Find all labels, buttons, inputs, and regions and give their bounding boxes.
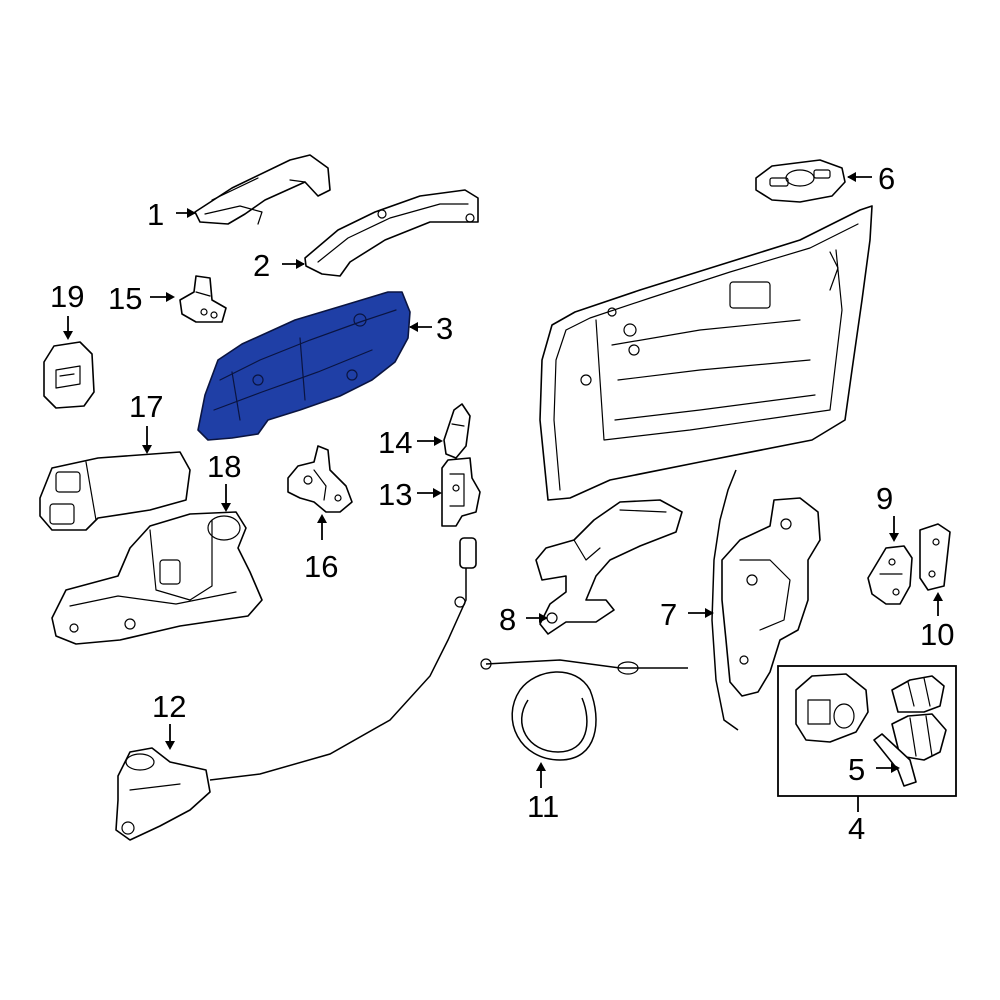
- key-blade-part[interactable]: [873, 733, 917, 787]
- callout-10: 10: [920, 617, 954, 652]
- callout-16: 16: [304, 549, 338, 584]
- callout-7: 7: [660, 597, 677, 632]
- callout-14: 14: [378, 425, 412, 460]
- callout-15: 15: [108, 281, 142, 316]
- lock-cylinder-kit-group-part[interactable]: [795, 673, 947, 761]
- callout-17: 17: [129, 389, 163, 424]
- callout-1: 1: [147, 197, 164, 232]
- callout-6: 6: [878, 161, 895, 196]
- callout-8: 8: [499, 602, 516, 637]
- lock-module-part[interactable]: [441, 457, 481, 527]
- outer-door-handle-part[interactable]: [194, 154, 331, 225]
- handle-cover-cap-part[interactable]: [39, 451, 191, 531]
- callout-13: 13: [378, 477, 412, 512]
- handle-frame-assembly-part[interactable]: [51, 511, 263, 645]
- callout-9: 9: [876, 481, 893, 516]
- release-cable-part[interactable]: [480, 658, 688, 761]
- cylinder-kit-group-box: [777, 665, 957, 797]
- remote-key-fob-part[interactable]: [755, 159, 846, 203]
- cylinder-cap-part[interactable]: [43, 341, 95, 409]
- callout-4: 4: [848, 811, 865, 846]
- callout-19: 19: [50, 279, 84, 314]
- latch-bracket-part[interactable]: [535, 499, 683, 635]
- callout-12: 12: [152, 689, 186, 724]
- inside-handle-cable-assembly-part[interactable]: [115, 537, 477, 841]
- door-shell: [539, 205, 873, 501]
- callout-3: 3: [436, 311, 453, 346]
- door-latch-actuator-part[interactable]: [711, 469, 821, 731]
- handle-gasket-part[interactable]: [304, 189, 479, 277]
- lock-bracket-part[interactable]: [287, 445, 353, 513]
- striker-shim-part[interactable]: [919, 523, 951, 591]
- callout-5: 5: [848, 752, 865, 787]
- striker-part[interactable]: [867, 545, 913, 605]
- handle-carrier-bracket-part[interactable]: [197, 291, 411, 441]
- callout-11: 11: [527, 789, 559, 824]
- mounting-bracket-part[interactable]: [179, 275, 227, 323]
- cover-clip-part[interactable]: [443, 403, 471, 459]
- callout-2: 2: [253, 248, 270, 283]
- callout-18: 18: [207, 449, 241, 484]
